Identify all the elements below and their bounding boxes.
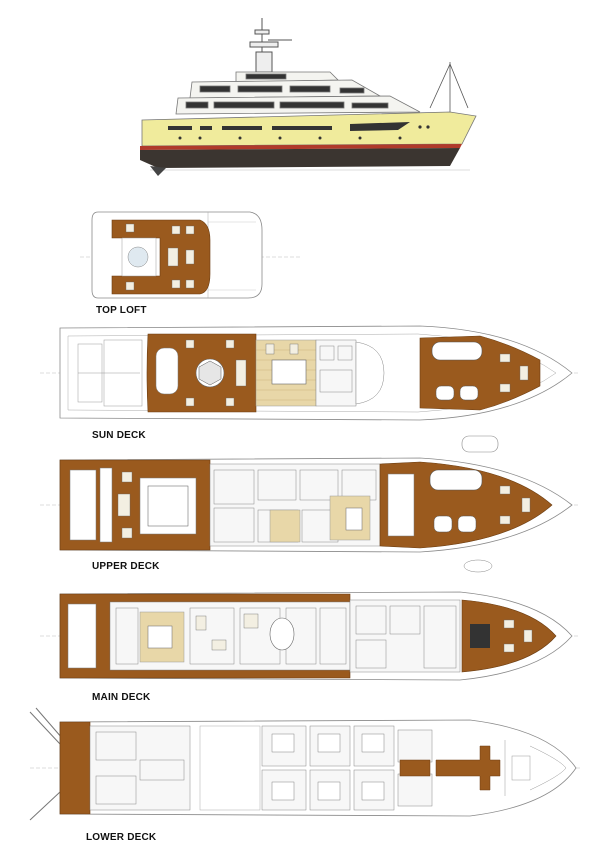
- lower-deck-plan: LOWER DECK: [29, 707, 580, 843]
- top-loft-plan: TOP LOFT: [80, 211, 300, 316]
- mast: [249, 18, 292, 73]
- hull-bottom: [140, 148, 460, 168]
- top-loft-label: TOP LOFT: [96, 305, 147, 316]
- lower-deck-label: LOWER DECK: [86, 832, 157, 843]
- sun-deck-label: SUN DECK: [92, 430, 146, 441]
- main-deck-plan: MAIN DECK: [40, 591, 580, 703]
- superstructure: [175, 71, 421, 115]
- upper-deck-label: UPPER DECK: [92, 561, 160, 572]
- side-profile: [140, 18, 477, 176]
- main-deck-label: MAIN DECK: [92, 692, 151, 703]
- sun-deck-plan: SUN DECK: [40, 325, 580, 441]
- upper-deck-plan: UPPER DECK: [40, 435, 580, 573]
